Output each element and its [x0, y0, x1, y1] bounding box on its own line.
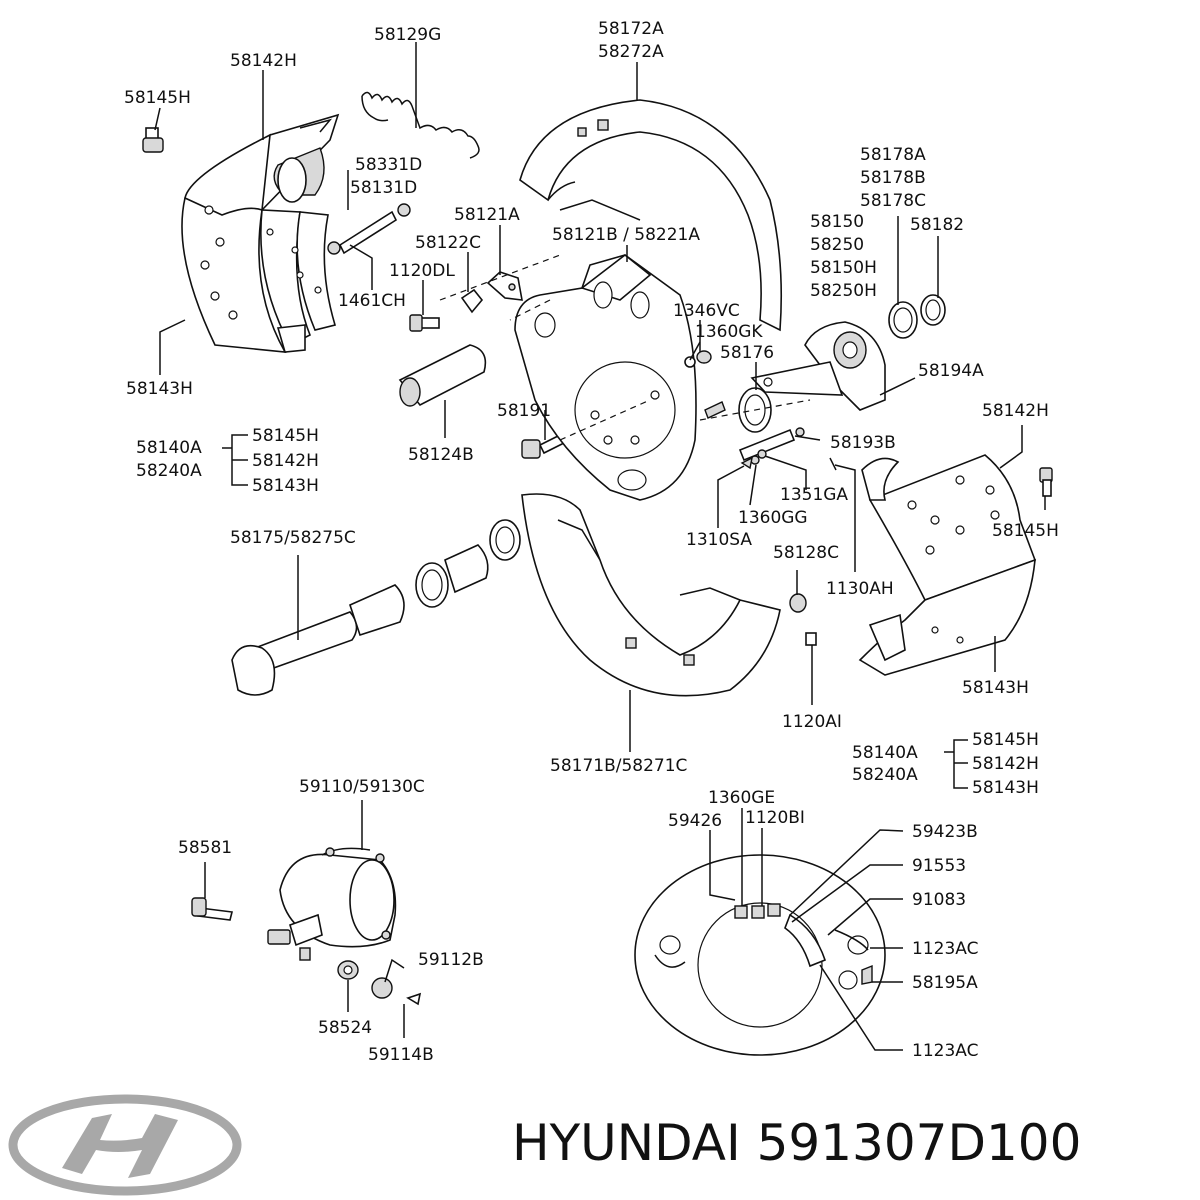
part-caption: HYUNDAI 591307D100 — [512, 1108, 1192, 1178]
callout-label: 1310SA — [686, 530, 752, 550]
callout-label: 58331D — [355, 155, 422, 175]
callout-label: 1346VC — [673, 301, 740, 321]
callout-label: 58172A — [598, 19, 664, 39]
callout-label: 58176 — [720, 343, 774, 363]
callout-label: 58150H — [810, 258, 877, 278]
disc-plate-assembly — [634, 854, 886, 1056]
slack-adjuster-58150 — [750, 321, 886, 411]
cap-58128c — [789, 593, 817, 646]
callout-label: 58193B — [830, 433, 896, 453]
callout-label: 58142H — [230, 51, 297, 71]
leader-lines — [154, 42, 1046, 1051]
callout-label: 1120DL — [389, 261, 455, 281]
callout-label: 58171B/58271C — [550, 756, 687, 776]
kit-code: 58240A — [136, 461, 202, 481]
callout-label: 1123AC — [912, 1041, 978, 1061]
kit-item: 58142H — [252, 451, 319, 471]
callout-label: 58250H — [810, 281, 877, 301]
seal-rings — [738, 294, 946, 433]
nut-58524 — [337, 960, 422, 1006]
pin-58331d — [327, 203, 411, 255]
backing-plate — [514, 253, 697, 501]
dust-shield-upper — [519, 99, 783, 332]
brake-shoe-right — [858, 454, 1053, 676]
kit-code: 58240A — [852, 765, 918, 785]
callout-label: 58194A — [918, 361, 984, 381]
part-illustrations — [142, 91, 1053, 1056]
callout-label: 58250 — [810, 235, 864, 255]
callout-label: 58272A — [598, 42, 664, 62]
callout-label: 58191 — [497, 401, 551, 421]
callout-label: 58178B — [860, 168, 926, 188]
bolt-1120dl — [409, 314, 440, 332]
kit-item: 58145H — [252, 426, 319, 446]
callout-label: 58195A — [912, 973, 978, 993]
callout-label: 58524 — [318, 1018, 372, 1038]
hyundai-logo — [8, 1094, 242, 1196]
callout-label: 58143H — [126, 379, 193, 399]
callout-label: 58145H — [124, 88, 191, 108]
callout-label: 58182 — [910, 215, 964, 235]
callout-label: 1130AH — [826, 579, 894, 599]
callout-label: 58175/58275C — [230, 528, 356, 548]
kit-code: 58140A — [136, 438, 202, 458]
callout-label: 1360GE — [708, 788, 775, 808]
callout-label: 59112B — [418, 950, 484, 970]
callout-label: 58121A — [454, 205, 520, 225]
callout-label: 58128C — [773, 543, 839, 563]
callout-label: 58122C — [415, 233, 481, 253]
dust-shield-lower — [521, 493, 781, 697]
callout-label: 59426 — [668, 811, 722, 831]
callout-label: 58145H — [992, 521, 1059, 541]
callout-label: 58178C — [860, 191, 926, 211]
callout-label: 59110/59130C — [299, 777, 425, 797]
brake-chamber-59110 — [267, 847, 397, 961]
kit-item: 58142H — [972, 754, 1039, 774]
callout-label: 1360GK — [695, 322, 763, 342]
brand-name: HYUNDAI — [512, 1114, 741, 1172]
callout-label: 1360GG — [738, 508, 808, 528]
callout-label: 58142H — [982, 401, 1049, 421]
nut-1346vc — [684, 350, 726, 419]
callout-label: 1461CH — [338, 291, 406, 311]
camshaft-58175 — [231, 519, 521, 696]
kit-item: 58143H — [252, 476, 319, 496]
linkage-rod — [738, 427, 837, 471]
callout-label: 1123AC — [912, 939, 978, 959]
callout-label: 58121B / 58221A — [552, 225, 700, 245]
sleeve-58124b — [398, 344, 487, 407]
bolt-58581 — [191, 897, 233, 921]
callout-labels: 58145H 58142H 58129G 58172A 58272A 58331… — [124, 19, 1059, 1065]
callout-label: 1120BI — [745, 808, 805, 828]
callout-label: 58178A — [860, 145, 926, 165]
part-number: 591307D100 — [756, 1114, 1082, 1172]
callout-label: 58129G — [374, 25, 441, 45]
brake-shoe-left — [181, 113, 340, 353]
callout-label: 58131D — [350, 178, 417, 198]
kit-code: 58140A — [852, 743, 918, 763]
kit-item: 58145H — [972, 730, 1039, 750]
callout-label: 59423B — [912, 822, 978, 842]
callout-label: 91083 — [912, 890, 966, 910]
callout-label: 91553 — [912, 856, 966, 876]
callout-label: 1120AI — [782, 712, 842, 732]
callout-label: 58124B — [408, 445, 474, 465]
kit-groups: 58140A 58240A 58145H 58142H 58143H 58140… — [136, 426, 1039, 798]
callout-label: 58143H — [962, 678, 1029, 698]
spring-58129g — [361, 91, 480, 159]
kit-item: 58143H — [972, 778, 1039, 798]
callout-label: 58150 — [810, 212, 864, 232]
bracket-58121a — [460, 271, 523, 314]
callout-label: 1351GA — [780, 485, 848, 505]
callout-label: 59114B — [368, 1045, 434, 1065]
callout-label: 58581 — [178, 838, 232, 858]
bolt-58145h — [142, 127, 164, 153]
